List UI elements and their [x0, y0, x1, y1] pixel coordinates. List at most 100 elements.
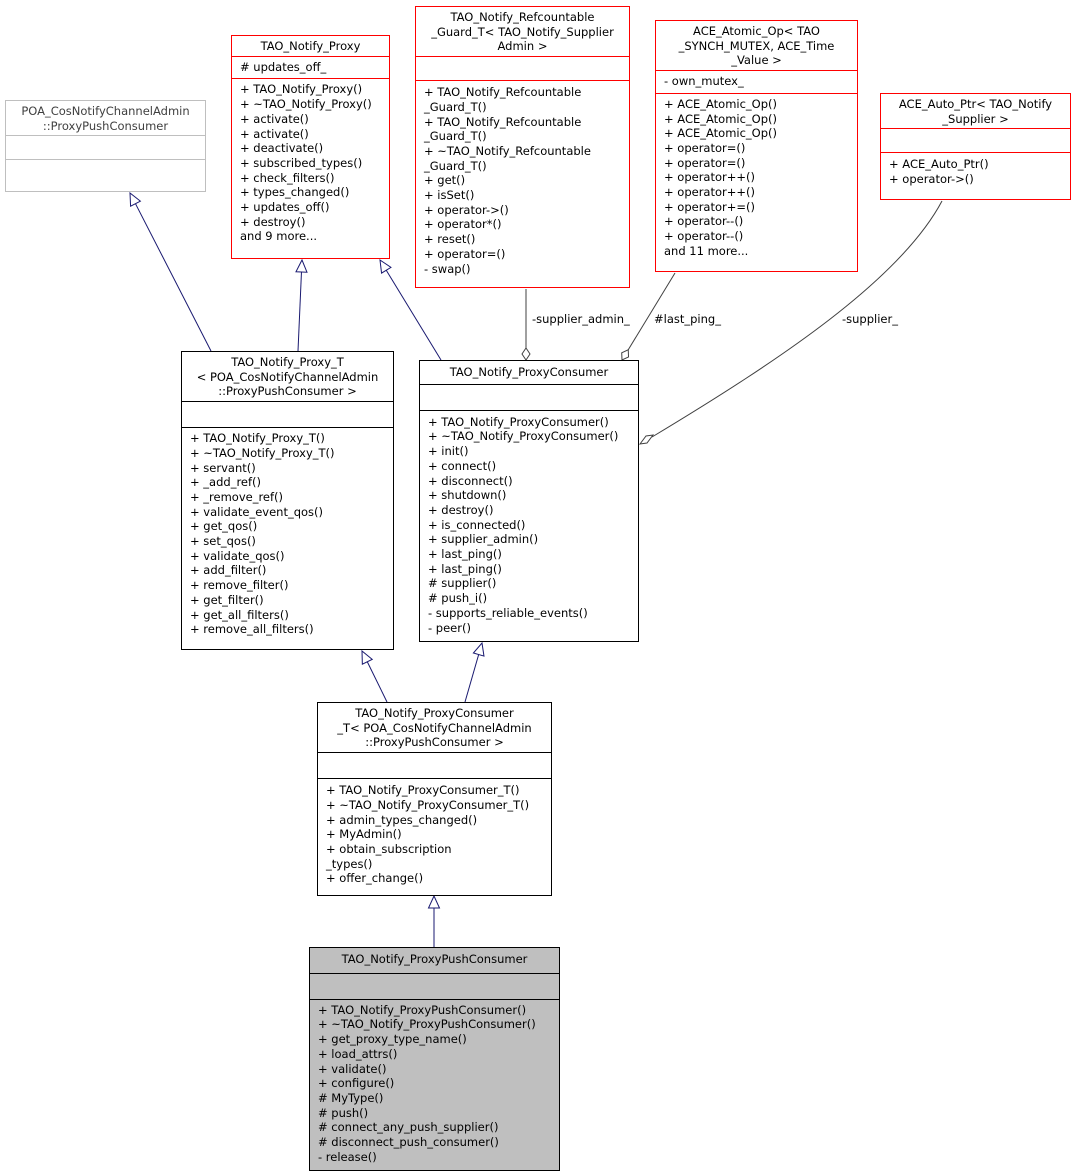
class-title: TAO_Notify_Refcountable _Guard_T< TAO_No… [431, 10, 614, 54]
class-member: + admin_types_changed() [326, 812, 478, 827]
class-member: + check_filters() [240, 170, 335, 185]
class-member: + deactivate() [240, 141, 324, 156]
class-member: + operator--() [664, 229, 744, 244]
class-member: + updates_off() [240, 200, 330, 215]
class-member: + ACE_Atomic_Op() [664, 111, 778, 126]
class-member: + activate() [240, 111, 309, 126]
class-member: # MyType() [318, 1090, 384, 1105]
class-member: + ~TAO_Notify_Refcountable _Guard_T() [424, 143, 591, 173]
edge-proxy-consumer-t-to-proxy-consumer-arrowhead [472, 641, 485, 657]
edge-proxy-consumer-to-proxy [385, 269, 442, 361]
attributes-section: # updates_off_ [232, 55, 389, 79]
attributes-section [6, 135, 205, 159]
edge-label-supplier: -supplier_ [842, 312, 898, 326]
class-member: + validate_qos() [190, 548, 285, 563]
class-member: # updates_off_ [240, 59, 327, 74]
class-proxy-consumer-t[interactable]: TAO_Notify_ProxyConsumer _T< POA_CosNoti… [317, 702, 552, 896]
class-auto-ptr[interactable]: ACE_Auto_Ptr< TAO_Notify _Supplier > + A… [880, 93, 1071, 200]
class-member: + get_filter() [190, 592, 264, 607]
class-atomic-op[interactable]: ACE_Atomic_Op< TAO _SYNCH_MUTEX, ACE_Tim… [655, 20, 858, 272]
class-member: + add_filter() [190, 563, 267, 578]
class-member: + get() [424, 173, 466, 188]
class-poa-proxy-push-consumer[interactable]: POA_CosNotifyChannelAdmin ::ProxyPushCon… [5, 100, 206, 192]
class-refcountable-guard[interactable]: TAO_Notify_Refcountable _Guard_T< TAO_No… [415, 6, 630, 288]
edge-last-ping-diamond [621, 348, 630, 361]
edge-proxy-t-to-proxy-arrowhead [295, 258, 308, 273]
class-member: + operator--() [664, 214, 744, 229]
attributes-section [420, 383, 638, 410]
class-member: + remove_filter() [190, 578, 289, 593]
class-proxy-consumer[interactable]: TAO_Notify_ProxyConsumer + TAO_Notify_Pr… [419, 360, 639, 642]
attributes-section [310, 972, 559, 999]
edge-label-supplier-admin: -supplier_admin_ [532, 312, 630, 326]
edge-proxy-consumer-t-to-proxy-consumer [464, 654, 480, 703]
class-member: + get_all_filters() [190, 607, 289, 622]
class-member: + operator->() [424, 202, 509, 217]
class-member: - swap() [424, 261, 471, 276]
edge-proxy-consumer-t-to-proxy-t [366, 661, 388, 703]
operations-section: + TAO_Notify_ProxyPushConsumer()+ ~TAO_N… [310, 998, 559, 1166]
class-member: + set_qos() [190, 534, 256, 549]
class-member: + ~TAO_Notify_Proxy() [240, 97, 372, 112]
class-member: + remove_all_filters() [190, 622, 314, 637]
class-member: + MyAdmin() [326, 827, 402, 842]
class-member: # supplier() [428, 576, 497, 591]
operations-section: + TAO_Notify_ProxyConsumer_T()+ ~TAO_Not… [318, 778, 551, 887]
edge-label-last-ping: #last_ping_ [654, 312, 721, 326]
class-member: + TAO_Notify_Proxy() [240, 82, 363, 97]
class-member: + validate() [318, 1061, 387, 1076]
edge-last-ping [627, 272, 676, 351]
class-member: + connect() [428, 458, 497, 473]
class-member: + TAO_Notify_Proxy_T() [190, 431, 325, 446]
operations-section: + ACE_Auto_Ptr()+ operator->() [881, 152, 1070, 187]
edge-supplier [651, 200, 943, 438]
class-member: + operator++() [664, 170, 755, 185]
class-member: - supports_reliable_events() [428, 605, 588, 620]
edge-supplier-diamond [638, 434, 655, 445]
class-member: + TAO_Notify_ProxyConsumer_T() [326, 783, 520, 798]
attributes-section [318, 752, 551, 778]
class-member: + isSet() [424, 188, 475, 203]
class-member: + TAO_Notify_Refcountable _Guard_T() [424, 114, 582, 144]
class-title: TAO_Notify_ProxyPushConsumer [341, 952, 528, 966]
class-member: + servant() [190, 460, 256, 475]
class-notify-proxy[interactable]: TAO_Notify_Proxy # updates_off_ + TAO_No… [231, 35, 390, 259]
class-member: + ~TAO_Notify_ProxyPushConsumer() [318, 1017, 536, 1032]
class-proxy-t[interactable]: TAO_Notify_Proxy_T < POA_CosNotifyChanne… [181, 351, 394, 650]
class-title: POA_CosNotifyChannelAdmin ::ProxyPushCon… [21, 104, 190, 133]
class-member: + operator=() [424, 246, 506, 261]
edge-push-consumer-to-proxy-consumer-t-arrowhead [427, 894, 441, 909]
class-member: + operator++() [664, 185, 755, 200]
class-member: + _remove_ref() [190, 489, 284, 504]
class-member: + TAO_Notify_ProxyConsumer() [428, 414, 609, 429]
class-member: + last_ping() [428, 547, 502, 562]
class-member: + destroy() [240, 214, 306, 229]
class-member: + activate() [240, 126, 309, 141]
class-member: + get_qos() [190, 519, 258, 534]
operations-section: + ACE_Atomic_Op()+ ACE_Atomic_Op()+ ACE_… [656, 92, 857, 260]
class-title: TAO_Notify_Proxy_T < POA_CosNotifyChanne… [196, 355, 379, 399]
class-member: + operator=() [664, 155, 746, 170]
class-member: + types_changed() [240, 185, 350, 200]
class-member: and 11 more... [664, 243, 749, 258]
edge-proxy-consumer-to-proxy-arrowhead [379, 258, 392, 274]
class-proxy-push-consumer[interactable]: TAO_Notify_ProxyPushConsumer + TAO_Notif… [309, 947, 560, 1171]
class-member: + operator+=() [664, 199, 755, 214]
class-member: + ACE_Atomic_Op() [664, 96, 778, 111]
class-member: + shutdown() [428, 488, 507, 503]
class-member: + reset() [424, 232, 476, 247]
edge-proxy-t-to-poa [135, 203, 212, 352]
class-member: + init() [428, 444, 469, 459]
edge-proxy-t-to-proxy [297, 271, 302, 352]
class-member: + last_ping() [428, 561, 502, 576]
class-member: + ~TAO_Notify_ProxyConsumer() [428, 429, 619, 444]
class-member: + is_connected() [428, 517, 526, 532]
class-member: + ~TAO_Notify_Proxy_T() [190, 445, 335, 460]
class-member: + obtain_subscription _types() [326, 841, 452, 871]
class-member: + operator*() [424, 217, 502, 232]
attributes-section [416, 56, 629, 80]
class-member: + ACE_Atomic_Op() [664, 126, 778, 141]
class-member: + operator->() [889, 172, 974, 187]
class-member: + supplier_admin() [428, 532, 539, 547]
